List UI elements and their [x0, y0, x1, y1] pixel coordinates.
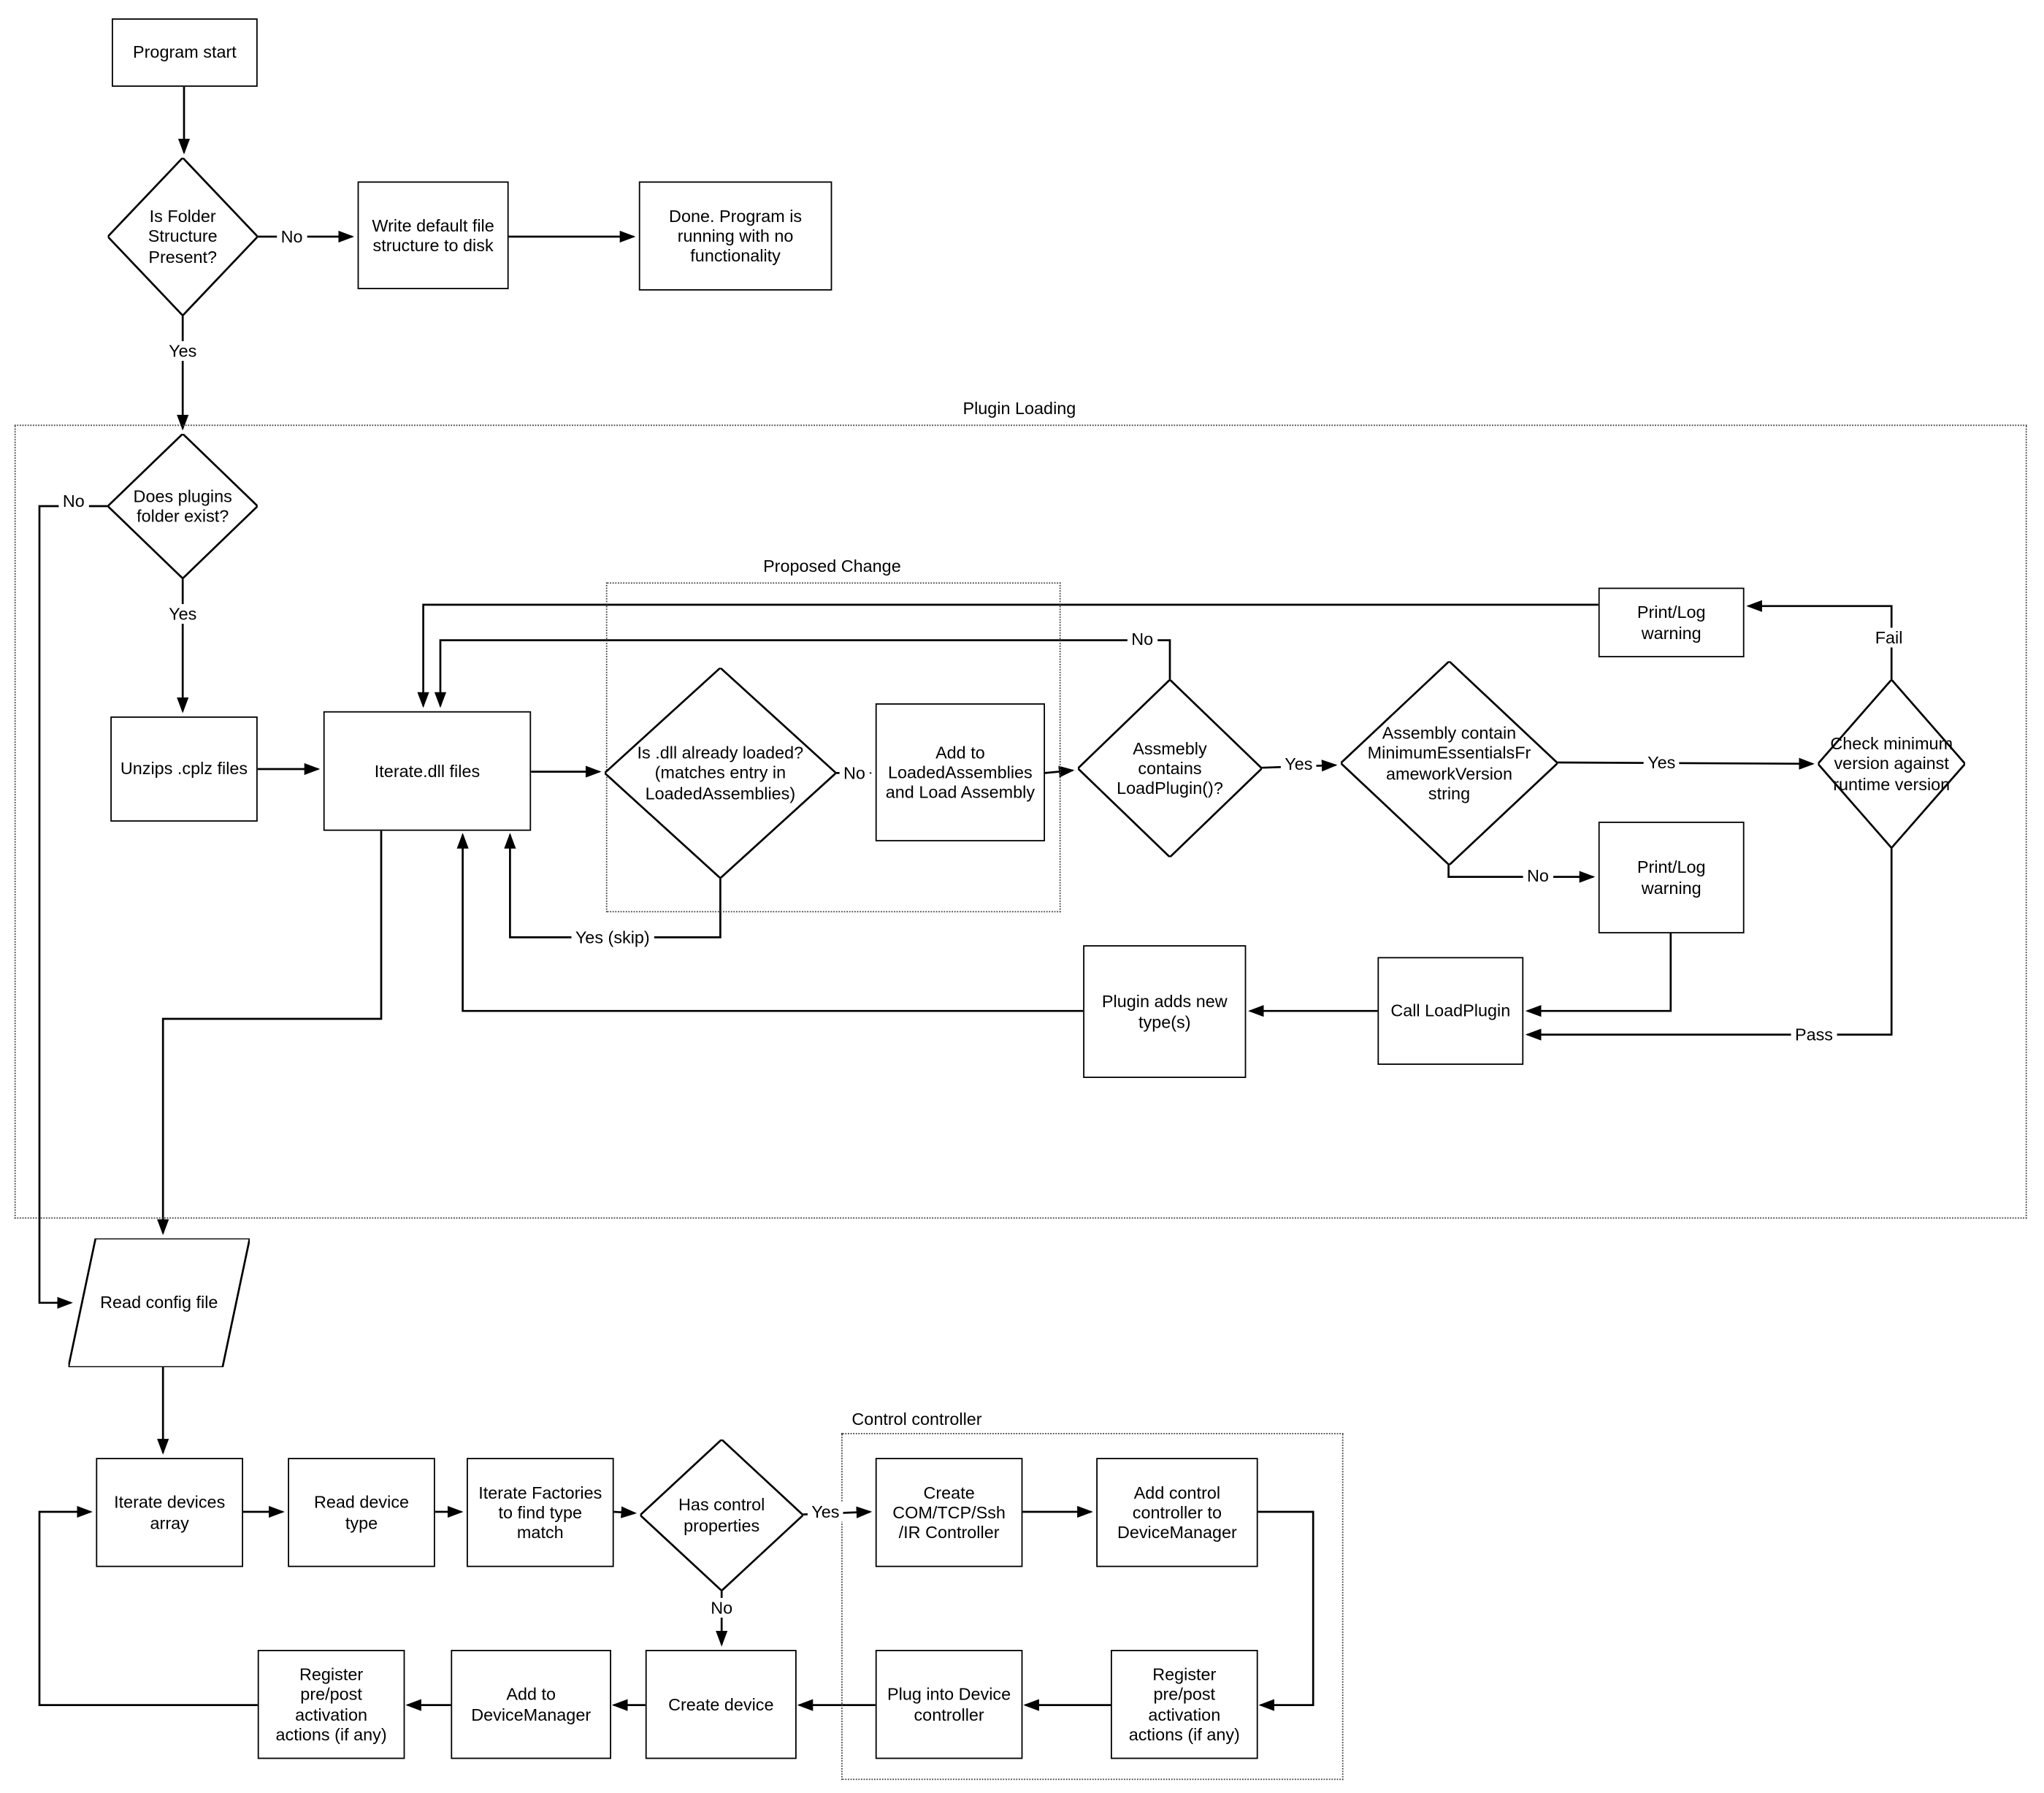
node-call-loadplugin: Call LoadPlugin — [1377, 957, 1524, 1065]
edge-minver-yes — [1557, 757, 1815, 770]
decision-has-control-properties-label: Has control properties — [678, 1494, 765, 1535]
node-unzips-cplz: Unzips .cplz files — [110, 716, 258, 822]
node-read-config-file-label: Read config file — [100, 1292, 218, 1312]
node-printlog-warning-bottom: Print/Log warning — [1598, 822, 1745, 933]
edge-label-folder-yes: Yes — [164, 341, 201, 362]
edge-plugin-adds-to-iterate — [456, 833, 1084, 1012]
node-iterate-dll: Iterate.dll files — [323, 711, 532, 831]
node-program-start: Program start — [112, 18, 258, 87]
edge-version-pass — [1525, 847, 1893, 1041]
decision-plugins-folder-label: Does plugins folder exist? — [133, 486, 232, 526]
edge-warning-to-call — [1525, 933, 1672, 1017]
control-controller-group — [841, 1433, 1344, 1781]
plugin-loading-label: Plugin Loading — [962, 398, 1076, 418]
node-create-device: Create device — [645, 1650, 797, 1759]
plugin-loading-group — [14, 424, 2027, 1219]
edge-label-dll-loaded-yes-skip: Yes (skip) — [571, 927, 654, 947]
proposed-change-group — [605, 582, 1061, 913]
edge-version-fail — [1746, 600, 1893, 680]
decision-dll-already-loaded-label: Is .dll already loaded? (matches entry i… — [637, 743, 804, 803]
node-iterate-devices: Iterate devices array — [96, 1458, 243, 1567]
node-add-control-controller: Add control controller to DeviceManager — [1096, 1458, 1258, 1567]
edge-label-plugins-no: No — [58, 491, 89, 511]
node-read-device-type: Read device type — [288, 1458, 435, 1567]
edge-label-minver-yes: Yes — [1643, 752, 1680, 773]
node-done-no-functionality: Done. Program is running with no functio… — [638, 181, 832, 291]
edge-addcontrol-to-register — [1258, 1510, 1314, 1711]
decision-contains-loadplugin-label: Assmebly contains LoadPlugin()? — [1117, 738, 1223, 798]
decision-contains-minversion-label: Assembly contain MinimumEssentialsFramew… — [1367, 722, 1531, 803]
edge-warning-to-iterate — [417, 603, 1599, 708]
edge-label-loadplugin-yes: Yes — [1280, 754, 1317, 774]
edge-label-loadplugin-no: No — [1127, 629, 1157, 649]
edge-label-version-fail: Fail — [1871, 627, 1907, 648]
edge-label-control-no: No — [706, 1597, 737, 1618]
decision-check-min-version-label: Check minimum version against runtime ve… — [1830, 733, 1953, 794]
node-create-controller: Create COM/TCP/Ssh /IR Controller — [875, 1458, 1023, 1567]
node-register-prepost-device: Register pre/post activation actions (if… — [257, 1650, 405, 1759]
edge-label-minver-no: No — [1523, 865, 1553, 886]
decision-check-min-version: Check minimum version against runtime ve… — [1818, 679, 1965, 848]
edge-label-plugins-yes: Yes — [164, 604, 201, 624]
decision-contains-minversion: Assembly contain MinimumEssentialsFramew… — [1341, 661, 1558, 865]
edge-loadplugin-no — [434, 639, 1171, 708]
node-iterate-factories: Iterate Factories to find type match — [467, 1458, 614, 1567]
node-add-to-devicemanager: Add to DeviceManager — [451, 1650, 611, 1759]
edge-label-folder-no: No — [277, 226, 307, 247]
decision-folder-structure: Is Folder Structure Present? — [107, 158, 258, 316]
edge-add-to-loadplugin — [1044, 765, 1075, 778]
edge-register-loop-devices — [38, 1505, 258, 1706]
node-read-config-file: Read config file — [68, 1238, 250, 1367]
node-write-default-structure: Write default file structure to disk — [357, 181, 509, 289]
decision-plugins-folder: Does plugins folder exist? — [107, 434, 258, 578]
proposed-change-label: Proposed Change — [763, 556, 901, 576]
node-add-to-loadedassemblies: Add to LoadedAssemblies and Load Assembl… — [875, 703, 1045, 841]
edge-label-version-pass: Pass — [1791, 1025, 1837, 1045]
edge-factories-to-hascontrol — [613, 1506, 638, 1518]
edge-label-control-yes: Yes — [807, 1502, 843, 1522]
decision-dll-already-loaded: Is .dll already loaded? (matches entry i… — [605, 668, 836, 878]
decision-has-control-properties: Has control properties — [640, 1440, 803, 1591]
decision-contains-loadplugin: Assmebly contains LoadPlugin()? — [1078, 679, 1262, 857]
node-printlog-warning-top: Print/Log warning — [1598, 587, 1745, 657]
edge-label-dll-loaded-no: No — [839, 762, 870, 783]
decision-folder-structure-label: Is Folder Structure Present? — [148, 206, 218, 267]
node-plugin-adds-types: Plugin adds new type(s) — [1083, 945, 1247, 1078]
edge-iterate-to-readconfig — [157, 830, 383, 1236]
node-plug-into-device: Plug into Device controller — [875, 1650, 1023, 1759]
control-controller-label: Control controller — [851, 1409, 982, 1429]
node-register-prepost-control: Register pre/post activation actions (if… — [1111, 1650, 1258, 1759]
